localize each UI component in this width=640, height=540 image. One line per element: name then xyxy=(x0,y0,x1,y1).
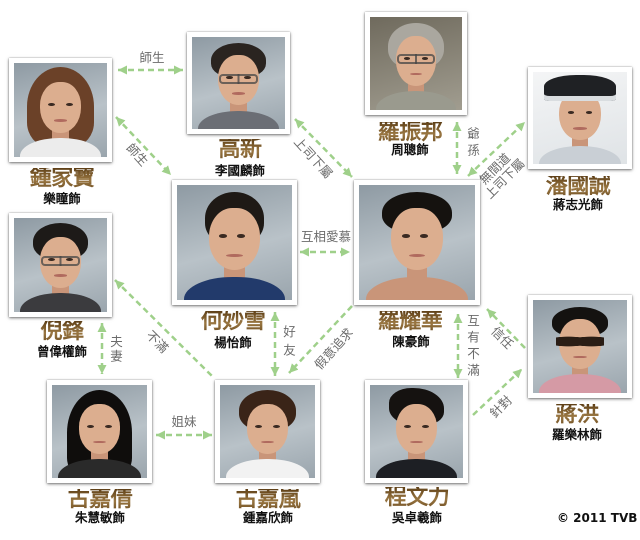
label-hmx-lyh: 互相愛慕 xyxy=(300,229,352,244)
portrait-body xyxy=(197,110,280,129)
actor-credit: 李國麟飾 xyxy=(214,163,266,178)
photo-he-miaoxue xyxy=(172,180,297,305)
character-name: 蔣洪 xyxy=(555,402,599,427)
arrow-pgc-lyh xyxy=(467,121,526,177)
portrait-image xyxy=(370,17,462,110)
arrow-jh-lyh xyxy=(486,308,526,349)
portrait-image xyxy=(220,385,315,478)
portrait-body xyxy=(365,277,469,300)
label-nf-gjq: 夫妻 xyxy=(108,335,123,364)
portrait-image xyxy=(533,72,627,164)
portrait-body xyxy=(19,293,102,312)
label-hmx-gjl: 好友 xyxy=(281,325,296,362)
photo-gu-jialan xyxy=(215,380,320,483)
arrow-zjb-hmx xyxy=(115,116,172,176)
photo-gao-xin xyxy=(187,32,290,134)
portrait-body xyxy=(538,145,622,164)
character-name: 高新 xyxy=(218,137,262,162)
actor-credit: 吳卓羲飾 xyxy=(391,510,443,525)
portrait-image xyxy=(14,218,107,312)
actor-credit: 楊怡飾 xyxy=(214,335,252,350)
copyright-notice: © 2011 TVB xyxy=(557,511,638,525)
actor-credit: 羅樂林飾 xyxy=(551,427,603,442)
portrait-face xyxy=(40,81,81,133)
photo-zhong-jiabao xyxy=(9,58,112,162)
photo-luo-yaohua xyxy=(354,180,480,305)
photo-pan-guocheng xyxy=(528,67,632,169)
arrow-cwl-jh xyxy=(472,368,523,416)
portrait-image xyxy=(370,385,463,478)
character-name: 倪鋒 xyxy=(40,319,84,344)
actor-credit: 蔣志光飾 xyxy=(552,197,604,212)
portrait-body xyxy=(375,459,458,478)
photo-gu-jiaqian xyxy=(47,380,152,483)
portrait-body xyxy=(538,374,622,393)
character-name: 羅振邦 xyxy=(377,120,443,145)
police-cap-icon xyxy=(544,74,616,101)
photo-jiang-hong xyxy=(528,295,632,398)
label-zjb-gx: 師生 xyxy=(139,50,165,65)
character-name: 何妙雪 xyxy=(200,309,266,334)
actor-credit: 陳豪飾 xyxy=(392,334,430,349)
portrait-image xyxy=(14,63,107,157)
portrait-body xyxy=(183,277,286,300)
photo-ni-feng xyxy=(9,213,112,317)
portrait-body xyxy=(225,459,310,478)
actor-credit: 鍾嘉欣飾 xyxy=(242,510,294,525)
portrait-image xyxy=(192,37,285,129)
glasses-icon xyxy=(40,255,81,266)
sunglasses-icon xyxy=(555,334,605,350)
portrait-body xyxy=(57,459,142,478)
portrait-image xyxy=(177,185,292,300)
portrait-body xyxy=(375,91,457,110)
character-name: 程文力 xyxy=(384,485,450,510)
portrait-face xyxy=(396,403,437,454)
portrait-face xyxy=(246,403,289,454)
actor-credit: 曾偉權飾 xyxy=(36,344,88,359)
portrait-image xyxy=(52,385,147,478)
portrait-image xyxy=(359,185,475,300)
label-gjq-gjl: 姐妹 xyxy=(171,414,197,429)
character-name: 古嘉倩 xyxy=(67,487,133,512)
glasses-icon xyxy=(396,54,436,65)
portrait-image xyxy=(533,300,627,393)
portrait-face xyxy=(209,208,260,271)
character-name: 潘國誠 xyxy=(545,174,611,199)
character-name: 鍾家寶 xyxy=(29,166,95,191)
photo-cheng-wenli xyxy=(365,380,468,483)
arrow-gx-lyh xyxy=(294,118,353,178)
actor-credit: 樂瞳飾 xyxy=(43,191,81,206)
arrow-gjl-nf xyxy=(114,279,214,378)
character-name: 古嘉嵐 xyxy=(235,487,301,512)
portrait-face xyxy=(391,208,443,271)
character-name: 羅耀華 xyxy=(377,309,443,334)
photo-luo-zhenbang xyxy=(365,12,467,115)
actor-credit: 朱慧敏飾 xyxy=(74,510,126,525)
label-lzb-lyh: 爺孫 xyxy=(465,127,480,160)
portrait-body xyxy=(19,138,102,157)
portrait-face xyxy=(78,403,121,454)
actor-credit: 周聰飾 xyxy=(391,142,429,157)
glasses-icon xyxy=(218,73,259,84)
label-lyh-cwl: 互有不滿 xyxy=(465,314,480,380)
arrow-lyh-gjl xyxy=(288,305,353,374)
